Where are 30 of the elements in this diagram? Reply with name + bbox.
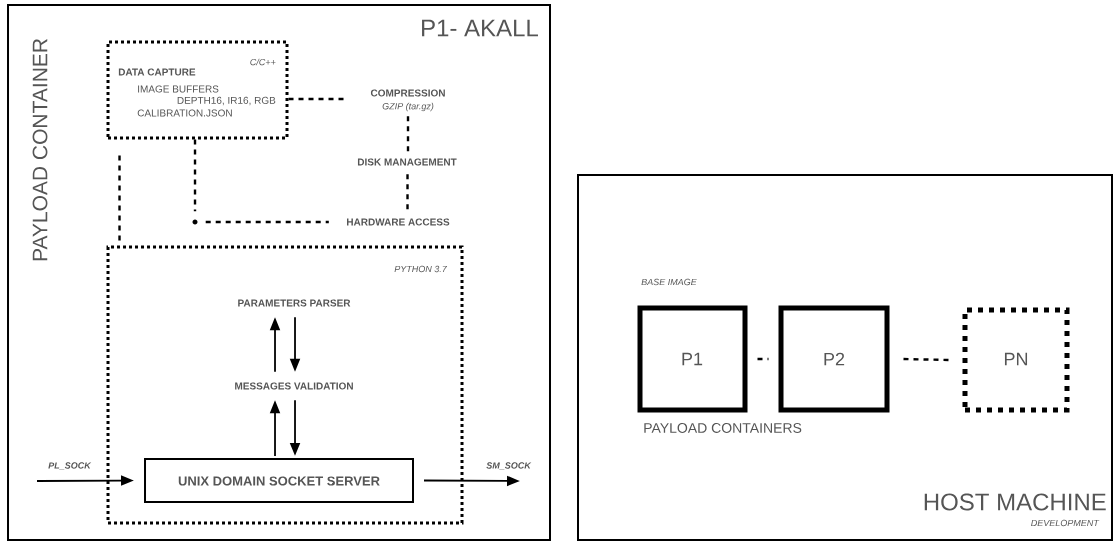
edge-label: SM_SOCK (485, 461, 532, 471)
component-label: HARDWARE ACCESS (347, 218, 450, 226)
item-text: IMAGE BUFFERS (138, 85, 219, 93)
language-label: PYTHON 3.7 (394, 265, 448, 273)
container-square: P2 (778, 305, 890, 413)
component-label: COMPRESSION (370, 89, 445, 97)
edge-label: PL_SOCK (47, 461, 92, 471)
section-heading: DATA CAPTURE (118, 68, 196, 76)
connector-line (288, 97, 344, 101)
component-label: DISK MANAGEMENT (357, 158, 457, 166)
dotted-square: PN (962, 307, 1070, 413)
item-text: DEPTH16, IR16, RGB (177, 96, 276, 106)
component-label: MESSAGES VALIDATION (235, 382, 353, 390)
component-subtitle: GZIP (tar.gz) (382, 102, 434, 112)
caption-text: BASE IMAGE (641, 278, 697, 286)
container-square: P1 (637, 305, 748, 413)
connector-line (903, 357, 949, 362)
component-label: PARAMETERS PARSER (238, 299, 351, 307)
server-box: UNIX DOMAIN SOCKET SERVER (144, 458, 414, 503)
host-title: HOST MACHINE (924, 493, 1106, 511)
caption-text: PAYLOAD CONTAINERS (644, 423, 802, 433)
vertical-title: PAYLOAD CONTAINER (32, 38, 48, 261)
connector-line (193, 139, 197, 212)
language-label: C/C++ (250, 58, 276, 66)
container-title: P1- AKALL (422, 19, 538, 37)
host-subtitle: DEVELOPMENT (1031, 519, 1100, 527)
item-text: CALIBRATION.JSON (137, 109, 232, 117)
connector-line (757, 357, 769, 361)
connector-line (406, 116, 410, 154)
connector-line (205, 220, 329, 224)
